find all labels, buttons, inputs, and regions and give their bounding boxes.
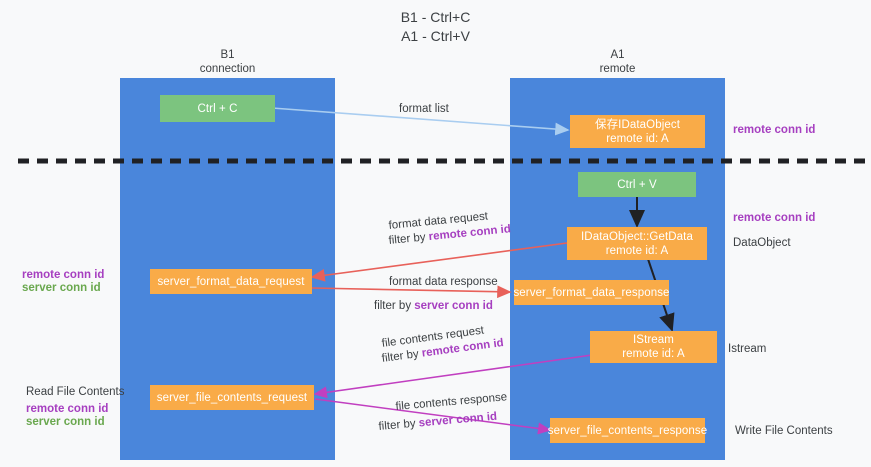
edge-label-format-data-response: format data response [389, 275, 498, 289]
node-getdata-title: IDataObject::GetData [581, 230, 693, 243]
annotation-left-remote-conn-id: remote conn id [22, 268, 104, 282]
filter-key-server-conn-id: server conn id [414, 300, 493, 312]
edge-format-list [271, 107, 570, 136]
edge-label-format-data-request-filter: filter by remote conn id [388, 223, 511, 248]
edge-file-contents-response [314, 398, 552, 435]
edge-format-data-request [310, 242, 568, 282]
node-server-format-data-request[interactable]: server_format_data_request [150, 269, 312, 294]
node-server-file-contents-response[interactable]: server_file_contents_response [547, 418, 708, 443]
annotation-left-server-conn-id: server conn id [22, 281, 101, 295]
node-server-format-data-response[interactable]: server_format_data_response [513, 280, 670, 305]
annotation-dataobject-text: DataObject [733, 237, 791, 249]
page-title-line1: B1 - Ctrl+C [400, 9, 471, 25]
node-istream-title: IStream [633, 334, 674, 346]
filter-prefix: filter by [388, 231, 430, 247]
annotation-istream-text: Istream [728, 343, 767, 355]
column-header-a1: A1 remote [510, 48, 725, 76]
annotation-left-remote-conn-id-text: remote conn id [22, 269, 105, 281]
annotation-left-bottom-remote-conn-id-text: remote conn id [26, 403, 109, 415]
node-server-format-data-request-label: server_format_data_request [157, 275, 305, 288]
node-getdata-subtitle: remote id: A [605, 244, 669, 257]
column-header-b1: B1 connection [120, 48, 335, 76]
annotation-remote-conn-id-top: remote conn id [733, 123, 815, 137]
node-istream-subtitle: remote id: A [622, 348, 685, 360]
annotation-remote-conn-id-mid-text: remote conn id [733, 212, 816, 224]
annotation-write-file-contents: Write File Contents [735, 424, 833, 438]
edge-label-format-data-response-text: format data response [389, 276, 498, 288]
column-header-b1-sub: connection [199, 63, 256, 75]
annotation-read-file-contents: Read File Contents [26, 385, 124, 399]
filter-prefix: filter by [378, 417, 420, 433]
edge-label-file-contents-request-filter: filter by remote conn id [381, 337, 504, 366]
node-server-format-data-response-label: server_format_data_response [513, 286, 670, 299]
edge-file-contents-request [313, 354, 593, 399]
filter-prefix: filter by [381, 347, 423, 365]
annotation-dataobject: DataObject [733, 236, 791, 250]
annotation-istream: Istream [728, 342, 766, 356]
node-idataobject[interactable]: 保存IDataObject remote id: A [570, 115, 705, 148]
annotation-write-file-contents-text: Write File Contents [735, 425, 833, 437]
page-title: B1 - Ctrl+C A1 - Ctrl+V [0, 8, 871, 46]
node-server-file-contents-request-label: server_file_contents_request [156, 391, 308, 404]
node-ctrl-v[interactable]: Ctrl + V [578, 172, 696, 197]
annotation-left-bottom-remote-conn-id: remote conn id [26, 402, 108, 416]
annotation-left-bottom-server-conn-id-text: server conn id [26, 416, 105, 428]
node-server-file-contents-response-label: server_file_contents_response [547, 424, 708, 437]
annotation-left-bottom-server-conn-id: server conn id [26, 415, 105, 429]
annotation-read-file-contents-text: Read File Contents [26, 386, 125, 398]
node-idataobject-title: 保存IDataObject [594, 118, 681, 131]
node-idataobject-subtitle: remote id: A [606, 132, 669, 145]
edge-format-data-response [311, 285, 512, 299]
column-header-b1-name: B1 [220, 49, 235, 61]
annotation-remote-conn-id-mid: remote conn id [733, 211, 815, 225]
edge-label-file-contents-response-filter: filter by server conn id [378, 411, 497, 434]
annotation-left-server-conn-id-text: server conn id [22, 282, 101, 294]
edge-label-format-list: format list [399, 102, 449, 116]
node-ctrl-c-label: Ctrl + C [197, 102, 238, 115]
node-ctrl-v-label: Ctrl + V [617, 178, 657, 191]
node-idataobject-getdata[interactable]: IDataObject::GetData remote id: A [567, 227, 707, 260]
node-server-file-contents-request[interactable]: server_file_contents_request [150, 385, 314, 410]
node-istream[interactable]: IStream remote id: A [590, 331, 717, 363]
filter-prefix: filter by [374, 300, 415, 312]
node-ctrl-c[interactable]: Ctrl + C [160, 95, 275, 122]
column-header-a1-name: A1 [610, 49, 625, 61]
edge-label-format-list-text: format list [399, 103, 449, 115]
page-title-line2: A1 - Ctrl+V [401, 28, 470, 44]
column-header-a1-sub: remote [599, 63, 636, 75]
edge-label-format-data-response-filter: filter by server conn id [374, 299, 493, 313]
annotation-remote-conn-id-top-text: remote conn id [733, 124, 816, 136]
